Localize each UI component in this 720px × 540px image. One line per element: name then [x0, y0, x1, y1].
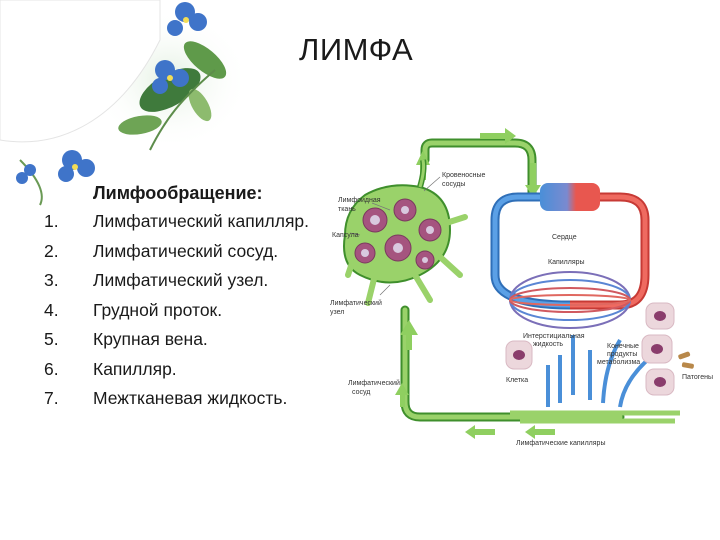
list-item-text: Лимфатический капилляр.: [93, 211, 310, 231]
list-item-number: 2.: [44, 240, 59, 261]
label-lymph-capillaries: Лимфатические капилляры: [516, 440, 605, 447]
capillary-bed: [509, 271, 631, 329]
fluid-arrows: [546, 335, 662, 408]
lymph-node: [343, 159, 468, 306]
list-item: 5. Крупная вена.: [44, 329, 309, 359]
slide-title: ЛИМФА: [299, 32, 414, 67]
label-pathogens: Патогены: [682, 374, 713, 381]
list-item-number: 4.: [44, 299, 59, 320]
list-item: 4. Грудной проток.: [44, 300, 309, 330]
list-item: 1. Лимфатический капилляр.: [44, 211, 309, 241]
heart-block: [540, 183, 600, 211]
list-item: 2. Лимфатический сосуд.: [44, 241, 309, 271]
lymph-capillary-bed: [510, 410, 680, 424]
list-item-text: Лимфатический сосуд.: [93, 240, 279, 261]
list-heading: Лимфообращение:: [93, 183, 263, 203]
tissue-cells: [505, 302, 694, 396]
list-item-number: 3.: [44, 270, 59, 290]
list-item-number: 6.: [44, 358, 59, 379]
label-capsule: Капсула: [332, 232, 359, 239]
label-capillaries: Капилляры: [548, 259, 585, 266]
flower-decoration: [0, 0, 240, 206]
list-item-text: Капилляр.: [93, 358, 177, 379]
lymph-vessels: [400, 138, 625, 422]
list-item-text: Лимфатический узел.: [93, 270, 269, 290]
list-item: 3. Лимфатический узел.: [44, 270, 309, 300]
list-item: 6. Капилляр.: [44, 359, 309, 389]
list-item: 7. Межтканевая жидкость.: [44, 388, 309, 418]
leader-lines: [349, 176, 441, 296]
flow-arrows: [395, 128, 555, 439]
list-item-text: Грудной проток.: [93, 299, 223, 320]
label-heart: Сердце: [552, 234, 577, 241]
list-item-number: 1.: [44, 211, 59, 231]
label-cell: Клетка: [506, 377, 528, 384]
list-item-number: 7.: [44, 388, 59, 408]
circulation-list: 1. Лимфатический капилляр. 2. Лимфатически…: [44, 211, 309, 418]
list-item-text: Межтканевая жидкость.: [93, 388, 288, 408]
list-item-text: Крупная вена.: [93, 329, 208, 349]
list-item-number: 5.: [44, 329, 59, 349]
